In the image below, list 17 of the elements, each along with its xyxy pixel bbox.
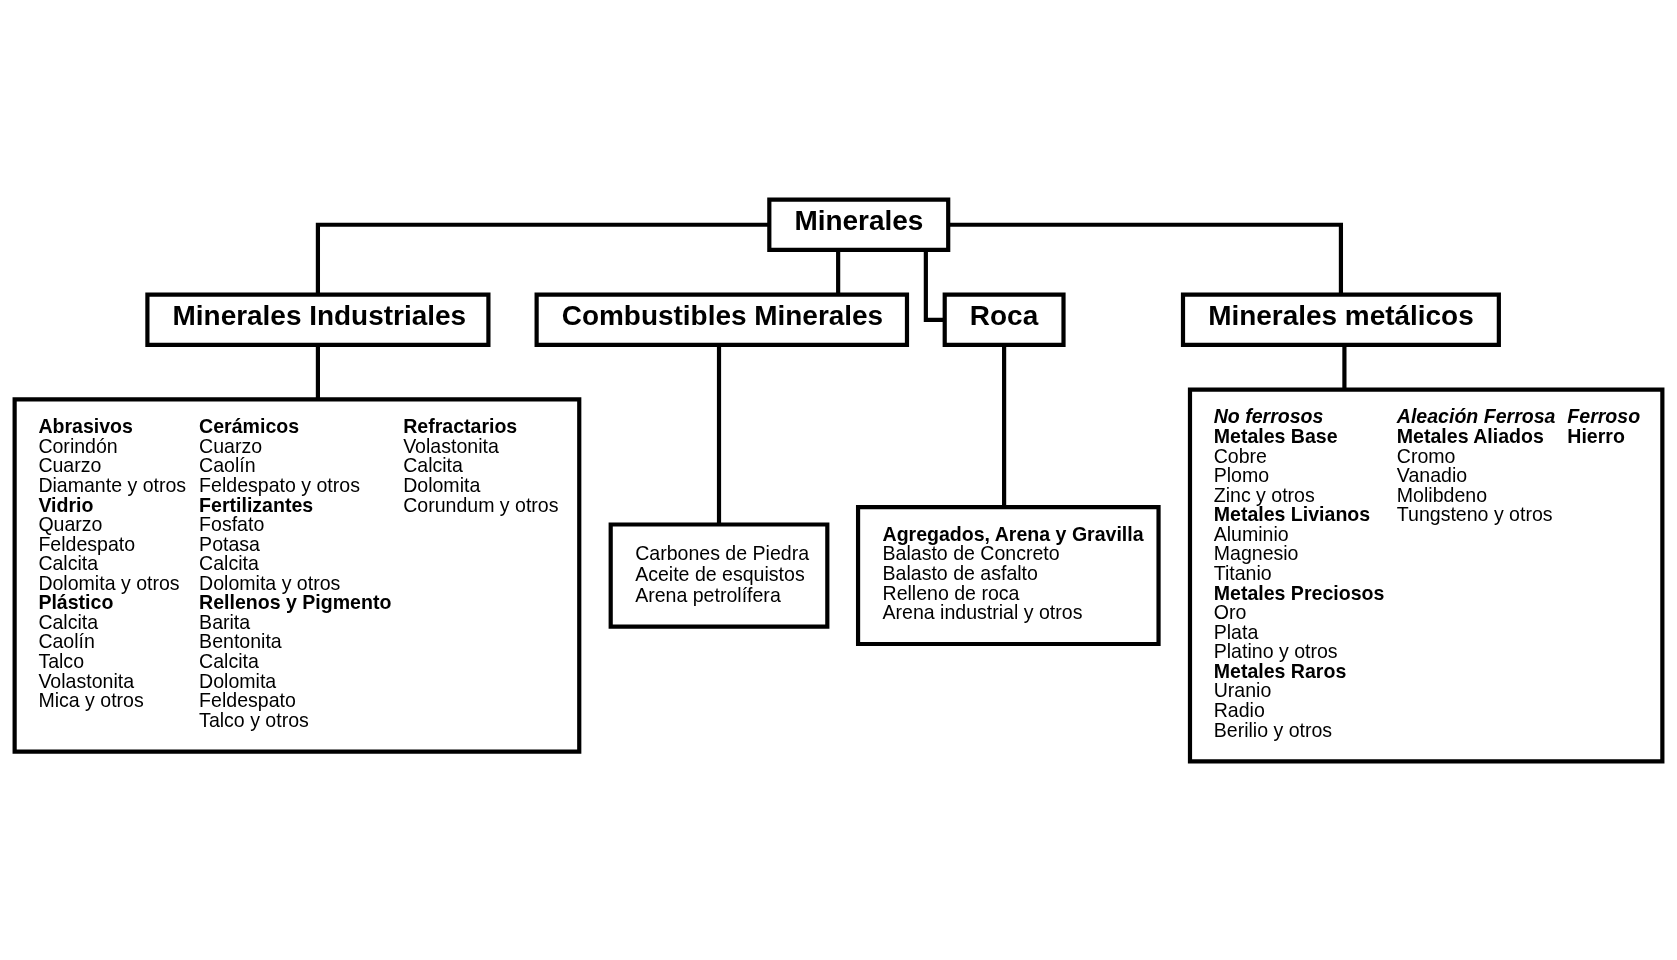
node-box: Abrasivos Corindón Cuarzo Diamante y otros Vidrio Quarzo Feldespato Calcita Dolomita y otros Plástico Calcita Caolín Talco Volastonita Mica y otros Cerámicos Cuarzo Caolín Feldespato y otros Fertilizantes Fosfato Potasa Calcita Dolomita y otros Rellenos y Pigmento Barita Bentonita Calcita Dolomita Feldespato Talco y otros Refractarios Volastonita Calcita Dolomita Corundum y otros bbox=[12, 396, 582, 754]
node-box: Roca bbox=[942, 292, 1066, 347]
connector bbox=[1002, 344, 1007, 507]
connector bbox=[716, 344, 722, 524]
connector bbox=[948, 222, 1343, 294]
node-box: Agregados, Arena y Gravilla Balasto de Concreto Balasto de asfalto Relleno de roca Arena industrial y otros bbox=[855, 504, 1161, 646]
node-box: Minerales metálicos bbox=[1180, 292, 1501, 347]
node-box: Carbones de Piedra Aceite de esquistos Arena petrolífera bbox=[608, 521, 830, 629]
node-box: Combustibles Minerales bbox=[534, 292, 910, 347]
node-box: Minerales Industriales bbox=[145, 292, 491, 347]
connector bbox=[836, 249, 841, 294]
node-box: No ferrosos Metales Base Cobre Plomo Zinc y otros Metales Livianos Aluminio Magnesio Titanio Metales Preciosos Oro Plata Platino y otros Metales Raros Uranio Radio Berilio y otros Aleación Ferrosa Metales Aliados Cromo Vanadio Molibdeno Tungsteno y otros Ferroso Hierro bbox=[1187, 387, 1665, 763]
connector bbox=[923, 249, 945, 322]
node-box: Minerales bbox=[767, 197, 951, 252]
connector bbox=[315, 222, 769, 294]
connector bbox=[1342, 344, 1347, 389]
connector bbox=[315, 344, 320, 399]
